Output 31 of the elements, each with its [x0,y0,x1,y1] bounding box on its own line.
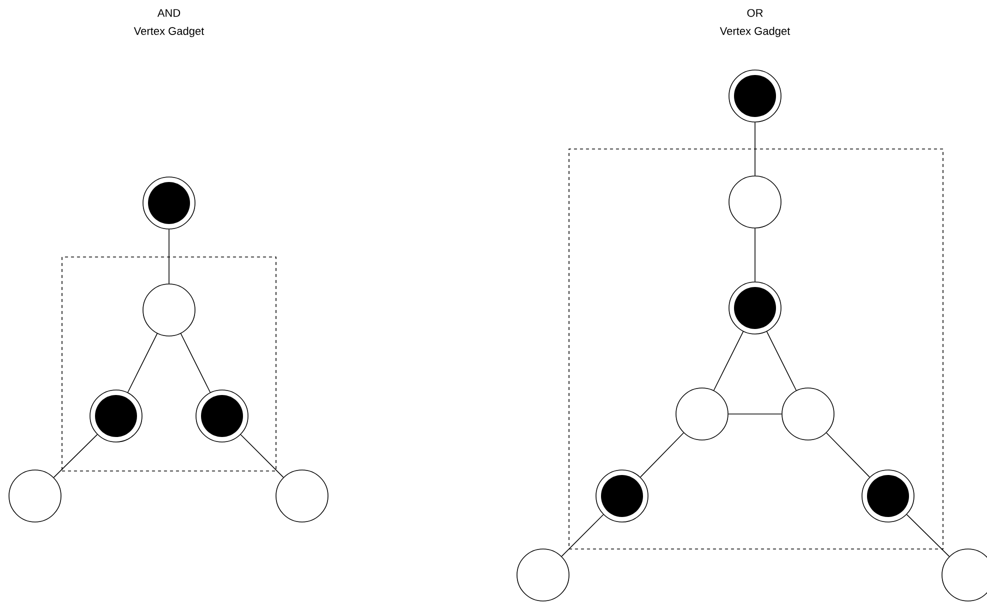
edge-line [640,432,684,478]
vertex-circle [728,176,782,228]
vertex-circle [142,284,196,336]
vertex-circle [276,470,328,522]
edge-line [127,333,158,393]
gadget-title: Vertex Gadget [134,26,204,38]
vertex-circle [676,388,728,440]
gadget-title: AND [157,9,180,17]
edge-line [561,514,604,557]
vertex-circle [8,470,62,522]
edge-line [180,333,211,393]
edge-line [754,122,756,176]
filled-vertex [728,70,782,122]
filled-vertex [728,282,782,334]
edge-line [168,228,170,284]
edge-line [754,228,756,282]
filled-vertex [142,176,196,230]
edge-line [713,331,744,391]
filled-vertex [90,390,142,442]
gadget-frame [568,148,944,550]
edge-line [826,432,870,478]
filled-vertex [596,470,648,522]
vertex-circle [782,388,834,440]
gadget-frame [62,256,276,472]
edge-line [53,434,98,478]
edge-line [766,331,797,391]
filled-vertex [862,470,914,522]
gadget-title: Vertex Gadget [720,26,790,38]
vertex-circle [516,548,570,602]
filled-vertex [196,390,248,442]
gadget-title: OR [747,9,763,17]
